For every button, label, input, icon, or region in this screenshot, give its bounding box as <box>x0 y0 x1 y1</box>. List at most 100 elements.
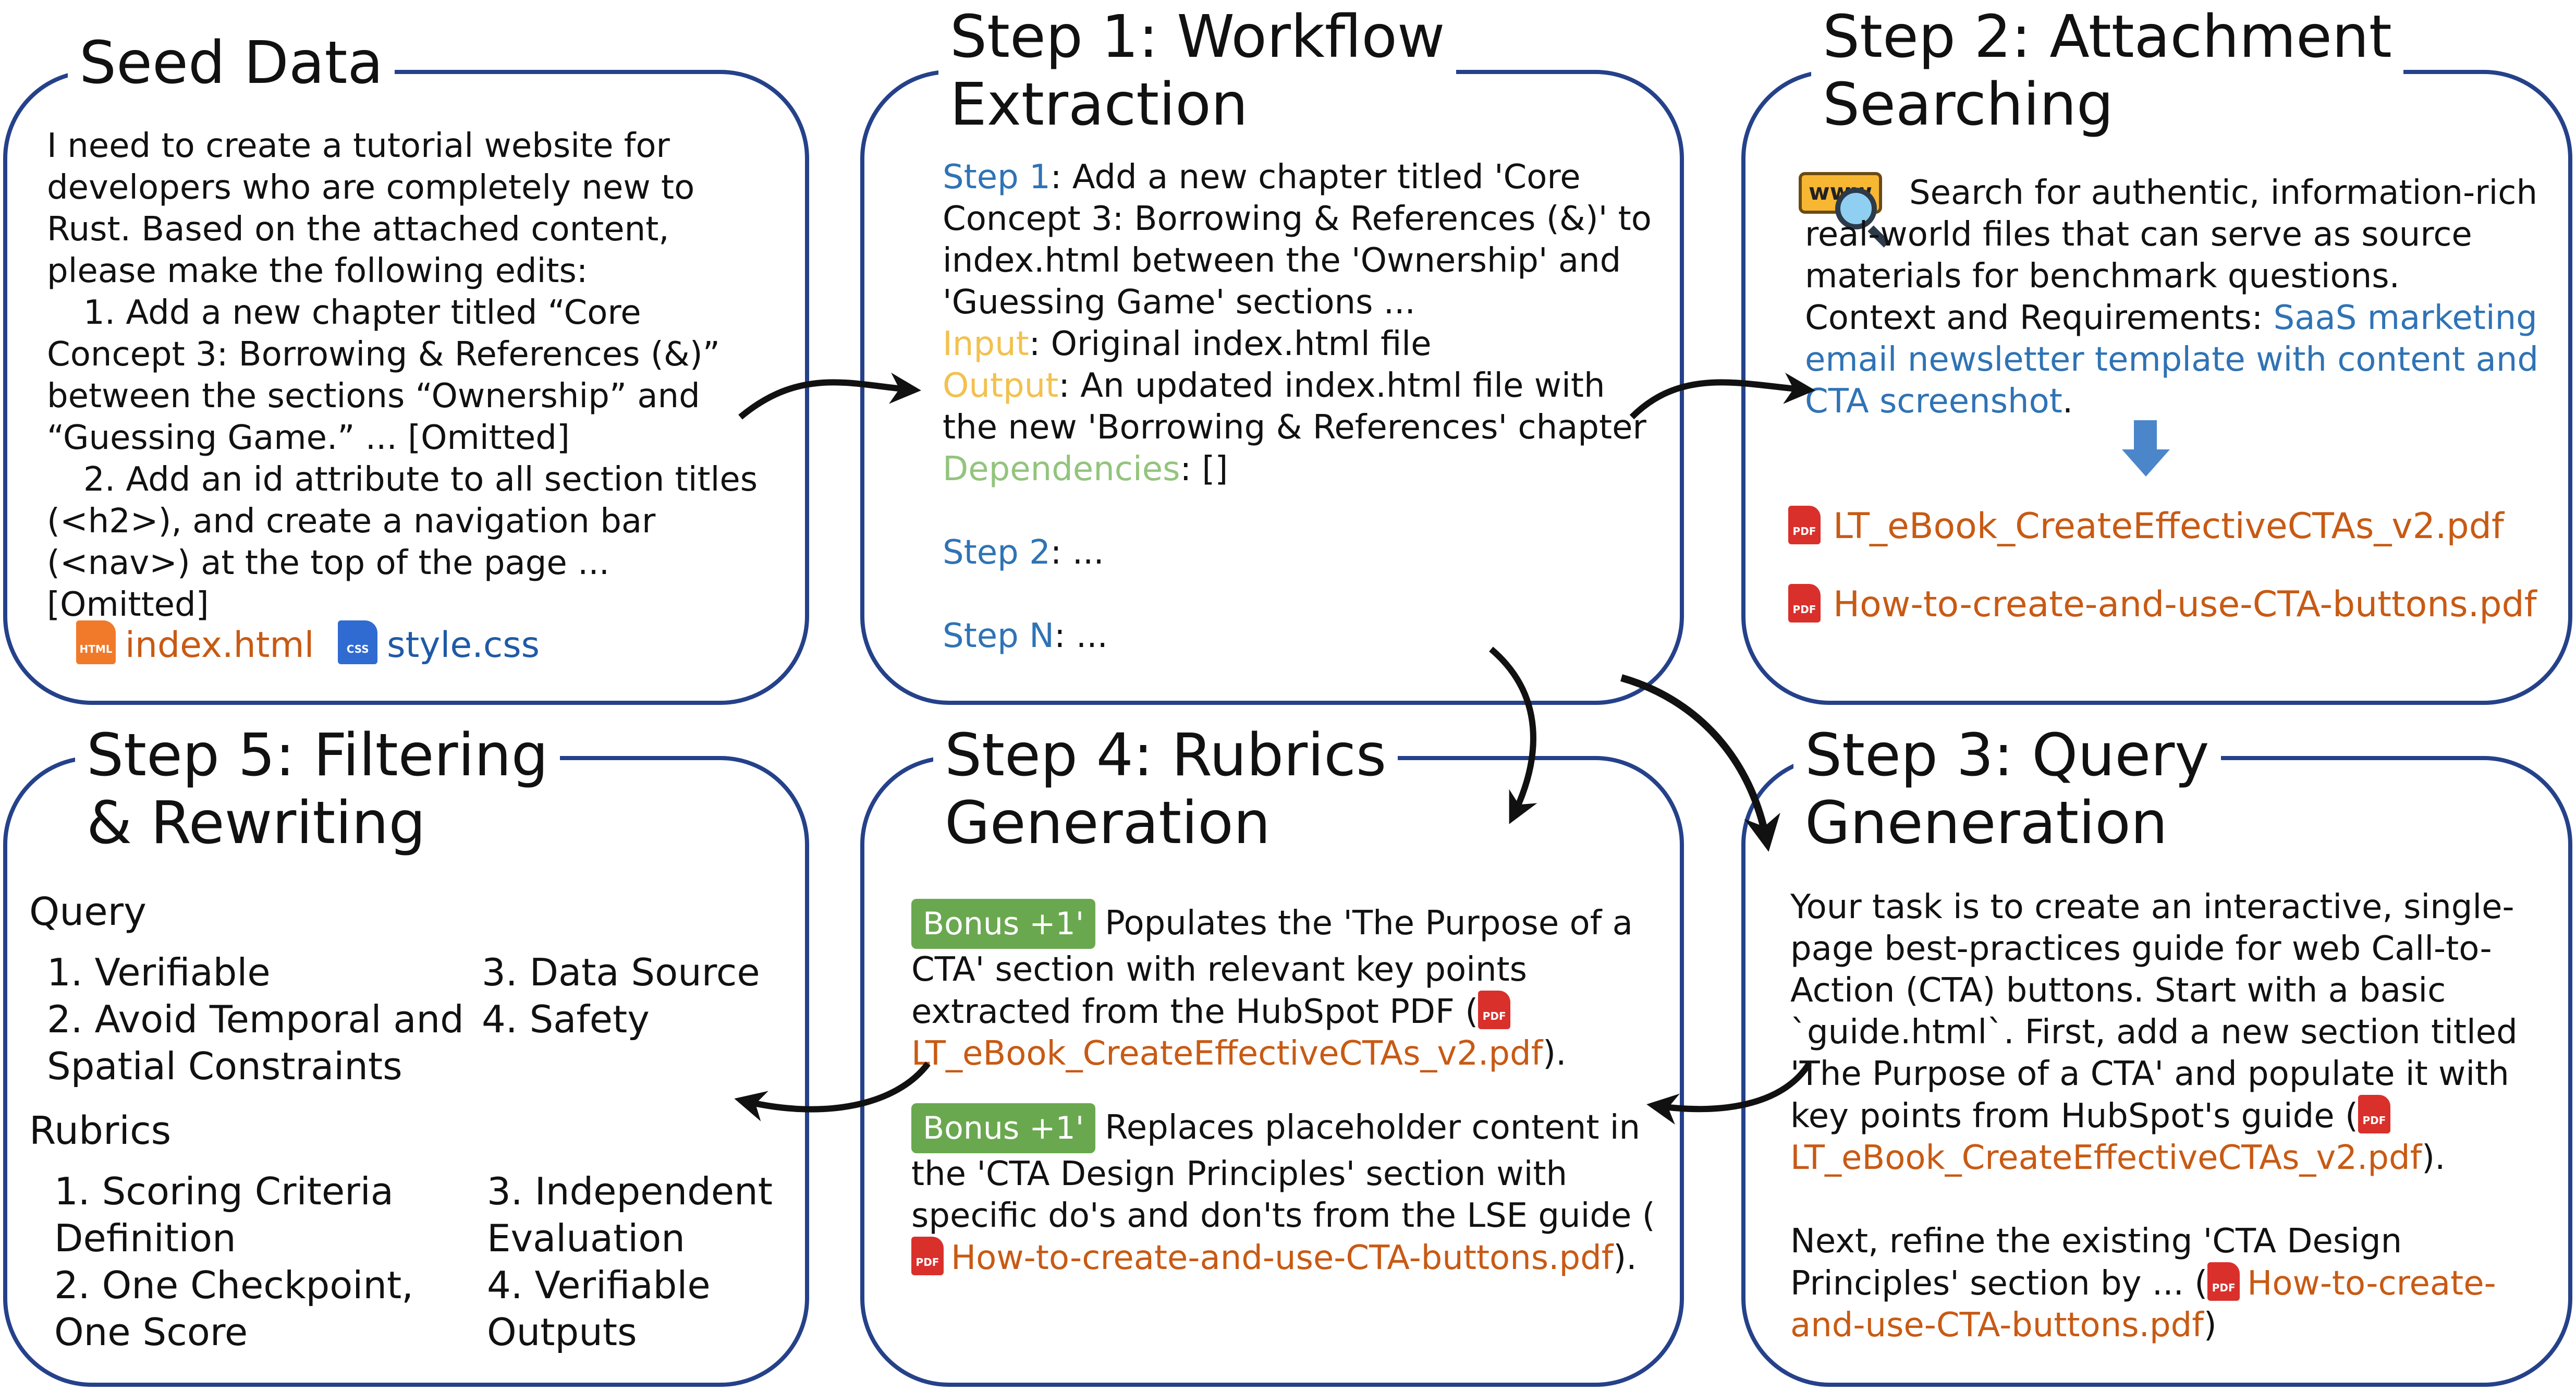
rubric-1-end: ). <box>1543 1034 1567 1073</box>
step2-title: Step 2: Attachment Searching <box>1811 3 2403 139</box>
rubric-item-4: 4. Verifiable Outputs <box>487 1263 711 1354</box>
seed-data-title: Seed Data <box>68 29 395 97</box>
step1-desc: : Add a new chapter titled 'Core Concept… <box>943 158 1652 322</box>
rubric-2-desc: Replaces placeholder content in the 'CTA… <box>911 1108 1655 1235</box>
magnifier-lens <box>1835 188 1877 229</box>
rubrics-list-right: 3. Independent Evaluation 4. Verifiable … <box>487 1168 800 1356</box>
pdf-icon <box>1788 584 1821 623</box>
rubrics-list-left: 1. Scoring Criteria Definition 2. One Ch… <box>54 1168 440 1356</box>
deps-label: Dependencies <box>943 450 1180 489</box>
step1-label: Step 1 <box>943 158 1051 197</box>
step3-para-2: Next, refine the existing 'CTA Design Pr… <box>1790 1221 2551 1346</box>
step2-file-1: LT_eBook_CreateEffectiveCTAs_v2.pdf <box>1788 506 2504 547</box>
html-file-icon <box>76 620 116 664</box>
step3-title: Step 3: Query Gneneration <box>1793 722 2221 857</box>
rubric-2-text: Bonus +1'Replaces placeholder content in… <box>911 1103 1672 1279</box>
step1-title: Step 1: Workflow Extraction <box>938 3 1457 139</box>
pdf-icon <box>911 1237 944 1275</box>
arrow-step1-to-step4 <box>1489 646 1537 824</box>
output-desc: : An updated index.html file with the ne… <box>943 367 1646 447</box>
step1-title-line2: Extraction <box>950 71 1248 139</box>
down-arrow-head <box>2122 449 2170 477</box>
style-css-file[interactable]: style.css <box>387 625 540 666</box>
arrow-step1-to-step3 <box>1620 674 1780 852</box>
step2-title-line2: Searching <box>1823 71 2114 139</box>
seed-data-panel <box>3 70 809 705</box>
bonus-badge-2: Bonus +1' <box>911 1103 1096 1153</box>
query-item-1: 1. Verifiable <box>47 950 271 994</box>
rubric-2-file-link[interactable]: How-to-create-and-use-CTA-buttons.pdf <box>951 1239 1614 1277</box>
query-item-3: 3. Data Source <box>482 950 760 994</box>
context-value: SaaS marketing email newsletter template… <box>1805 299 2538 421</box>
step5-title-line2: & Rewriting <box>87 789 426 857</box>
step1-title-line1: Step 1: Workflow <box>950 3 1445 71</box>
pdf-icon <box>1788 506 1821 544</box>
step1-input: Input: Original index.html file <box>943 323 1662 365</box>
down-arrow-icon <box>2134 420 2157 452</box>
arrow-step4-to-step5 <box>734 1061 931 1121</box>
seed-item-1: 1. Add a new chapter titled “Core Concep… <box>47 294 720 457</box>
step4-rubric-2: Bonus +1'Replaces placeholder content in… <box>911 1103 1672 1279</box>
step1-item: Step 1: Add a new chapter titled 'Core C… <box>943 156 1662 323</box>
index-html-file[interactable]: index.html <box>125 625 314 666</box>
stepn-item: Step N: ... <box>943 615 1662 657</box>
pdf-icon <box>1478 991 1511 1029</box>
step3-para-1-end: ). <box>2422 1139 2446 1177</box>
rubrics-heading: Rubrics <box>29 1108 172 1153</box>
bonus-badge-1: Bonus +1' <box>911 899 1096 949</box>
search-desc: Search for authentic, information-rich r… <box>1805 174 2537 296</box>
context-period: . <box>2062 382 2073 421</box>
stepn-desc: : ... <box>1054 617 1108 655</box>
step2-title-line1: Step 2: Attachment <box>1823 3 2392 71</box>
step5-title: Step 5: Filtering & Rewriting <box>75 722 560 857</box>
rubric-2-end: ). <box>1613 1239 1637 1277</box>
step2-text: Search for authentic, information-rich r… <box>1805 172 2556 422</box>
step4-rubric-1: Bonus +1'Populates the 'The Purpose of a… <box>911 899 1672 1075</box>
step2-desc: : ... <box>1050 533 1104 572</box>
seed-intro: I need to create a tutorial website for … <box>47 127 695 290</box>
step3-text: Your task is to create an interactive, s… <box>1790 886 2551 1346</box>
seed-data-text: I need to create a tutorial website for … <box>47 125 766 626</box>
rubric-item-3: 3. Independent Evaluation <box>487 1169 773 1260</box>
query-item-2: 2. Avoid Temporal and Spatial Constraint… <box>47 997 464 1088</box>
step4-panel <box>860 756 1684 1387</box>
input-desc: : Original index.html file <box>1029 325 1432 363</box>
rubric-1-desc: Populates the 'The Purpose of a CTA' sec… <box>911 904 1633 1031</box>
step3-file-1-link[interactable]: LT_eBook_CreateEffectiveCTAs_v2.pdf <box>1790 1139 2422 1177</box>
seed-files: index.html style.css <box>76 620 540 666</box>
rubric-item-2: 2. One Checkpoint, One Score <box>54 1263 414 1354</box>
step3-para-2-text: Next, refine the existing 'CTA Design Pr… <box>1790 1222 2402 1303</box>
arrow-step3-to-step4 <box>1646 1061 1812 1125</box>
step1-deps: Dependencies: [] <box>943 448 1662 490</box>
arrow-seed-to-step1 <box>738 372 921 420</box>
seed-data-title-text: Seed Data <box>79 29 384 97</box>
query-heading: Query <box>29 889 146 934</box>
step2-file-2: How-to-create-and-use-CTA-buttons.pdf <box>1788 584 2537 626</box>
css-file-icon <box>338 620 378 664</box>
arrow-step1-to-step2 <box>1629 372 1815 420</box>
context-line: Context and Requirements: SaaS marketing… <box>1805 297 2556 422</box>
output-label: Output <box>943 367 1059 405</box>
step3-title-line2: Gneneration <box>1805 789 2168 857</box>
deps-desc: : [] <box>1180 450 1228 489</box>
step3-title-line1: Step 3: Query <box>1805 722 2209 789</box>
rubric-1-file-link[interactable]: LT_eBook_CreateEffectiveCTAs_v2.pdf <box>911 1034 1543 1073</box>
step1-output: Output: An updated index.html file with … <box>943 365 1662 448</box>
step2-file-1-link[interactable]: LT_eBook_CreateEffectiveCTAs_v2.pdf <box>1833 506 2504 547</box>
step3-para-1: Your task is to create an interactive, s… <box>1790 886 2551 1179</box>
step4-title: Step 4: Rubrics Generation <box>933 722 1398 857</box>
seed-item-2: 2. Add an id attribute to all section ti… <box>47 460 758 624</box>
query-list-right: 3. Data Source 4. Safety <box>482 949 795 1043</box>
query-item-4: 4. Safety <box>482 997 650 1041</box>
pdf-icon <box>2358 1095 2390 1133</box>
query-list-left: 1. Verifiable 2. Avoid Temporal and Spat… <box>47 949 464 1090</box>
step1-text: Step 1: Add a new chapter titled 'Core C… <box>943 156 1662 657</box>
stepn-label: Step N <box>943 617 1054 655</box>
step2-file-2-link[interactable]: How-to-create-and-use-CTA-buttons.pdf <box>1833 584 2537 625</box>
step3-para-2-end: ) <box>2203 1306 2217 1345</box>
step4-title-line1: Step 4: Rubrics <box>945 722 1387 789</box>
step4-title-line2: Generation <box>945 789 1271 857</box>
step3-file-2-link[interactable]: How-to-create-and-use-CTA-buttons.pdf <box>1790 1264 2496 1345</box>
input-label: Input <box>943 325 1029 363</box>
